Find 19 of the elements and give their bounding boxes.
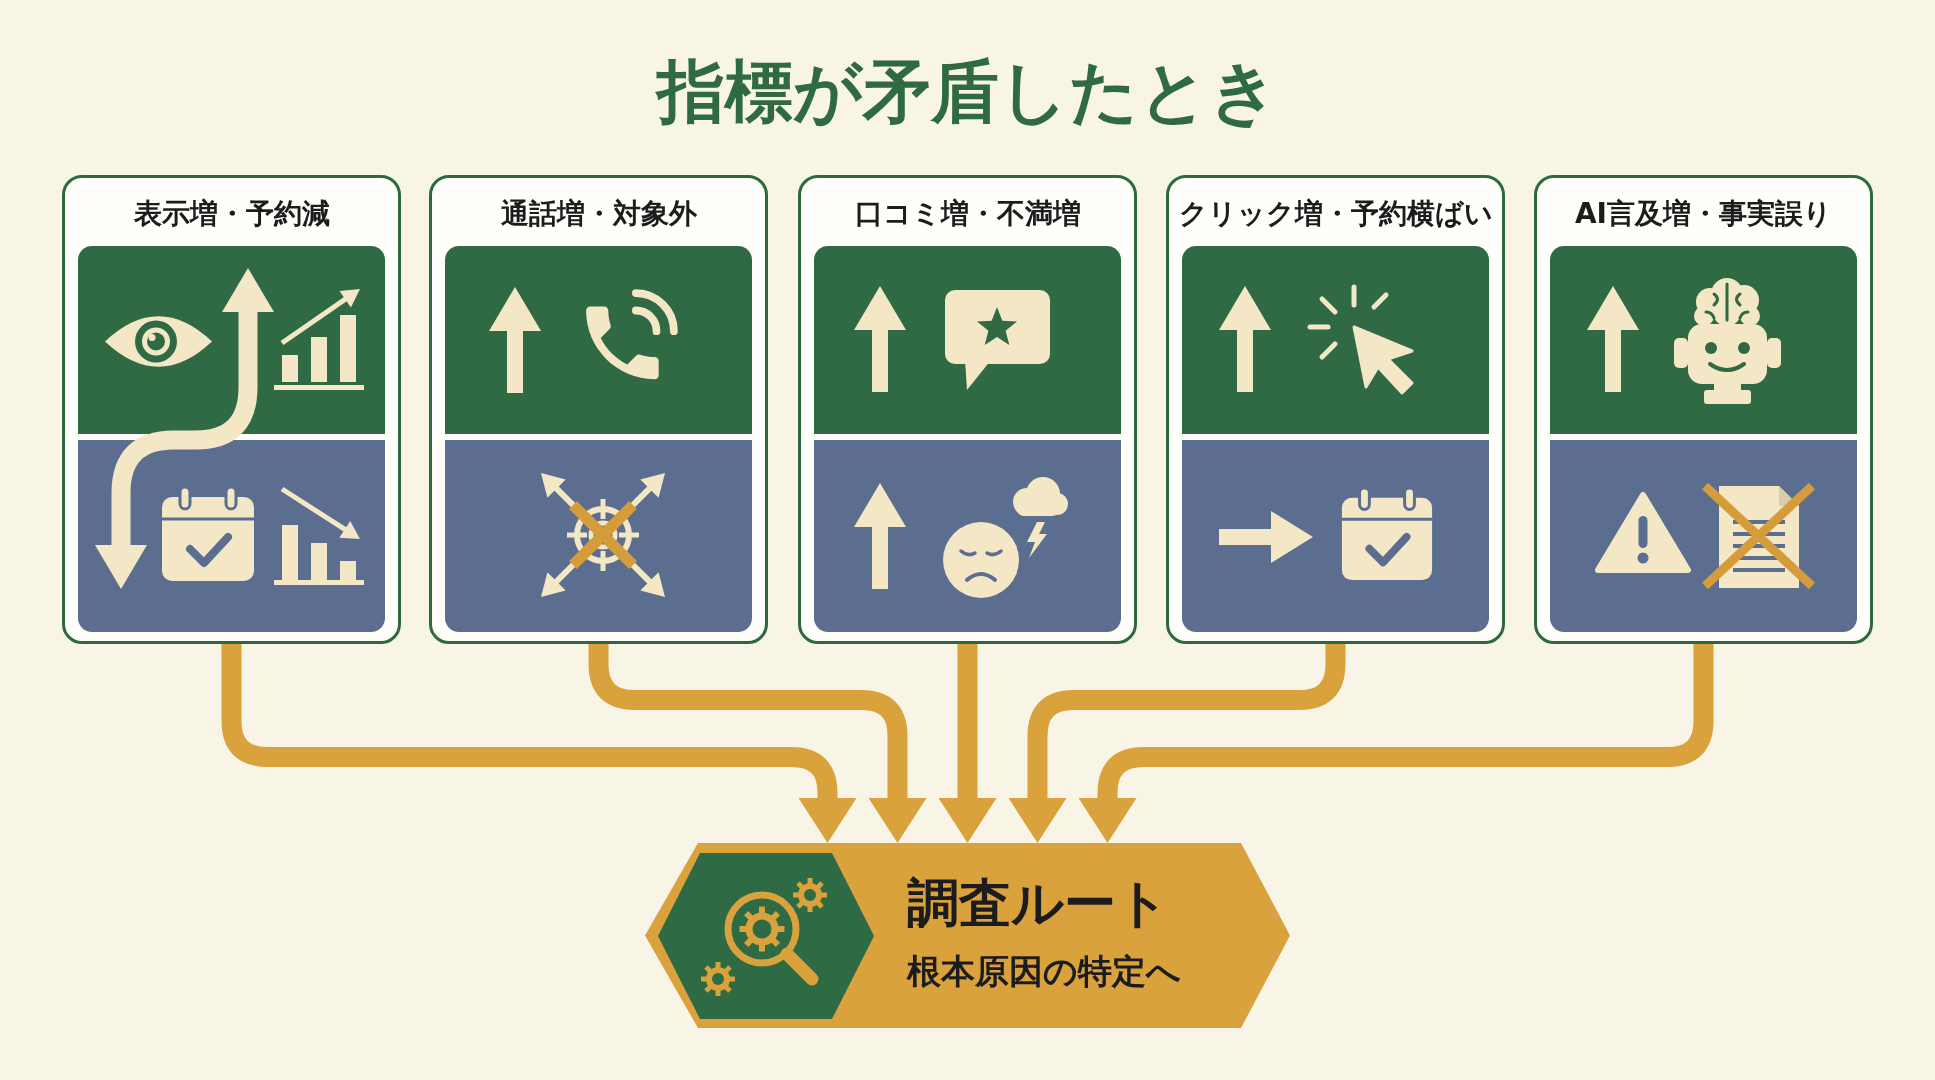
card (62, 175, 401, 644)
arrow (588, 644, 927, 843)
card (429, 175, 768, 644)
card-heading: 口コミ増・不満増 (854, 196, 1081, 232)
card (798, 175, 1137, 644)
arrow (938, 644, 997, 843)
arrow (221, 644, 857, 843)
subheading: 根本原因の特定へ (907, 951, 1181, 991)
card (1534, 175, 1873, 644)
arrow (1078, 644, 1714, 843)
hexagon-box (645, 843, 1290, 1028)
card (1166, 175, 1505, 644)
card-heading: 通話増・対象外 (500, 196, 697, 232)
heading: 調査ルート (907, 873, 1169, 933)
card-heading: クリック増・予約横ばい (1178, 196, 1493, 232)
arrow (1008, 644, 1346, 843)
card-heading: AI言及増・事実誤り (1574, 196, 1833, 232)
title: 指標が矛盾したとき (656, 52, 1279, 132)
card-heading: 表示増・予約減 (133, 196, 330, 232)
